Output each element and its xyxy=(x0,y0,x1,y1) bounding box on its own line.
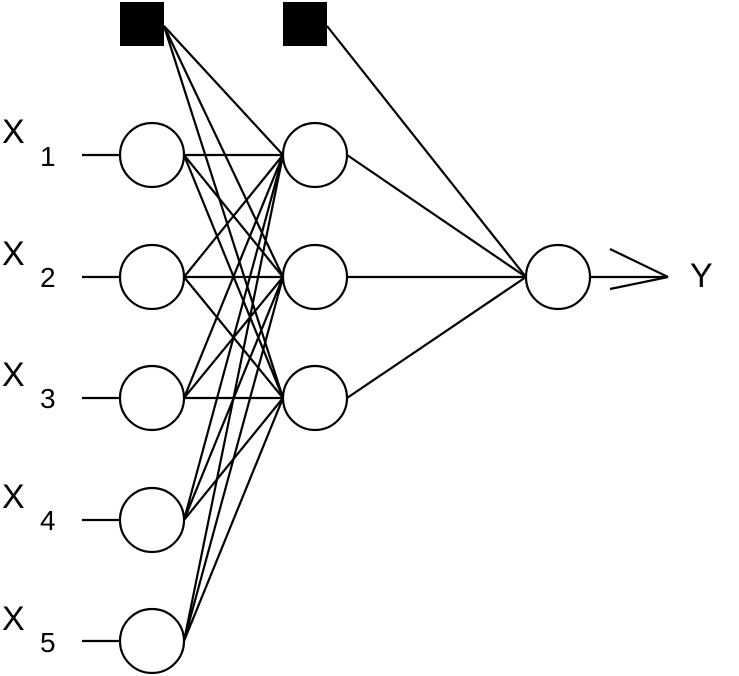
input-neuron-3 xyxy=(118,364,186,432)
input-letter: X xyxy=(2,113,25,151)
input-letter: X xyxy=(2,478,25,516)
hidden-neuron-1 xyxy=(281,121,349,189)
edge-bias1-h1 xyxy=(163,25,284,156)
edge-in4-h1 xyxy=(182,154,285,521)
edge-h1-out xyxy=(346,154,527,278)
input-label-1: X 1 xyxy=(2,113,56,172)
edge-in5-h1 xyxy=(182,154,285,642)
input-letter: X xyxy=(2,356,25,394)
input-label-2: X 2 xyxy=(2,235,56,293)
input-neuron-4 xyxy=(118,486,186,554)
edge-in3-h1 xyxy=(182,154,285,399)
input-neuron-1 xyxy=(118,121,186,189)
bias-unit-1 xyxy=(120,2,164,46)
input-label-4: X 4 xyxy=(2,478,56,536)
edge-bias1-h2 xyxy=(163,25,284,278)
output-arrowhead-lower xyxy=(609,275,669,291)
input-subscript: 2 xyxy=(40,262,56,293)
output-arrowhead-upper xyxy=(609,248,669,278)
input-label-3: X 3 xyxy=(2,356,56,414)
input-neuron-2 xyxy=(118,243,186,311)
connections xyxy=(82,25,669,643)
neurons xyxy=(118,2,592,675)
input-subscript: 4 xyxy=(40,505,56,536)
input-subscript: 5 xyxy=(40,627,56,658)
input-subscript: 3 xyxy=(40,383,56,414)
output-neuron xyxy=(524,243,592,311)
input-letter: X xyxy=(2,600,25,638)
bias-unit-2 xyxy=(283,2,327,46)
input-letter: X xyxy=(2,235,25,273)
output-label: Y xyxy=(690,257,713,295)
edge-bias2-out xyxy=(326,25,527,278)
input-subscript: 1 xyxy=(40,141,56,172)
edge-h3-out xyxy=(346,276,527,399)
edge-in5-h3 xyxy=(182,397,285,642)
input-neuron-5 xyxy=(118,607,186,675)
hidden-neuron-2 xyxy=(281,243,349,311)
edge-bias1-h3 xyxy=(162,25,285,399)
input-label-5: X 5 xyxy=(2,600,56,658)
hidden-neuron-3 xyxy=(281,364,349,432)
edge-in5-h2 xyxy=(182,276,285,642)
edge-in2-h1 xyxy=(183,154,284,278)
